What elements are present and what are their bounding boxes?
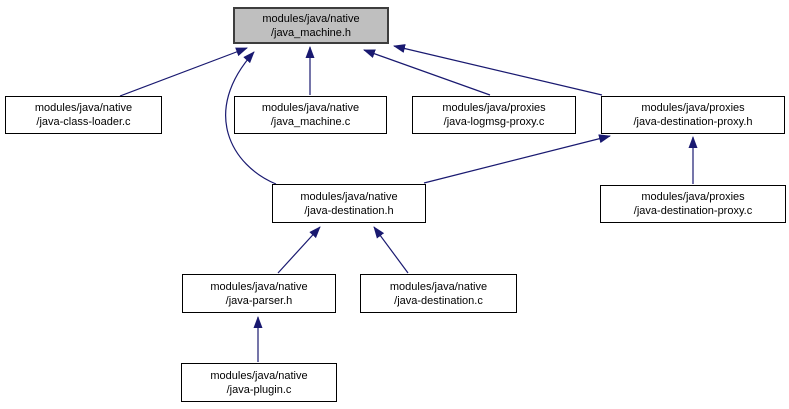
- graph-node-java-class-loader-c[interactable]: modules/java/native /java-class-loader.c: [5, 96, 162, 134]
- graph-edge-java-destination-h-to-java-dest-proxy-h: [423, 134, 611, 184]
- graph-node-java-destination-h[interactable]: modules/java/native /java-destination.h: [272, 184, 426, 223]
- graph-node-java-parser-h[interactable]: modules/java/native /java-parser.h: [182, 274, 336, 313]
- graph-node-java-plugin-c[interactable]: modules/java/native /java-plugin.c: [181, 363, 337, 402]
- graph-edge-java-logmsg-proxy-c-to-java-machine-h: [363, 49, 491, 96]
- graph-edge-java-destination-c-to-java-destination-h: [373, 226, 409, 274]
- graph-node-java-dest-proxy-c[interactable]: modules/java/proxies /java-destination-p…: [600, 185, 786, 223]
- graph-edge-java-dest-proxy-h-to-java-machine-h: [393, 44, 603, 96]
- graph-edge-java-destination-h-to-java-machine-h: [225, 51, 277, 185]
- graph-edge-java-class-loader-c-to-java-machine-h: [119, 47, 248, 97]
- graph-node-java-machine-c[interactable]: modules/java/native /java_machine.c: [234, 96, 387, 134]
- graph-node-java-dest-proxy-h[interactable]: modules/java/proxies /java-destination-p…: [601, 96, 785, 134]
- graph-node-java-logmsg-proxy-c[interactable]: modules/java/proxies /java-logmsg-proxy.…: [412, 96, 576, 134]
- graph-node-java-machine-h[interactable]: modules/java/native /java_machine.h: [233, 7, 389, 44]
- graph-node-java-destination-c[interactable]: modules/java/native /java-destination.c: [360, 274, 517, 313]
- graph-edge-java-parser-h-to-java-destination-h: [277, 226, 321, 274]
